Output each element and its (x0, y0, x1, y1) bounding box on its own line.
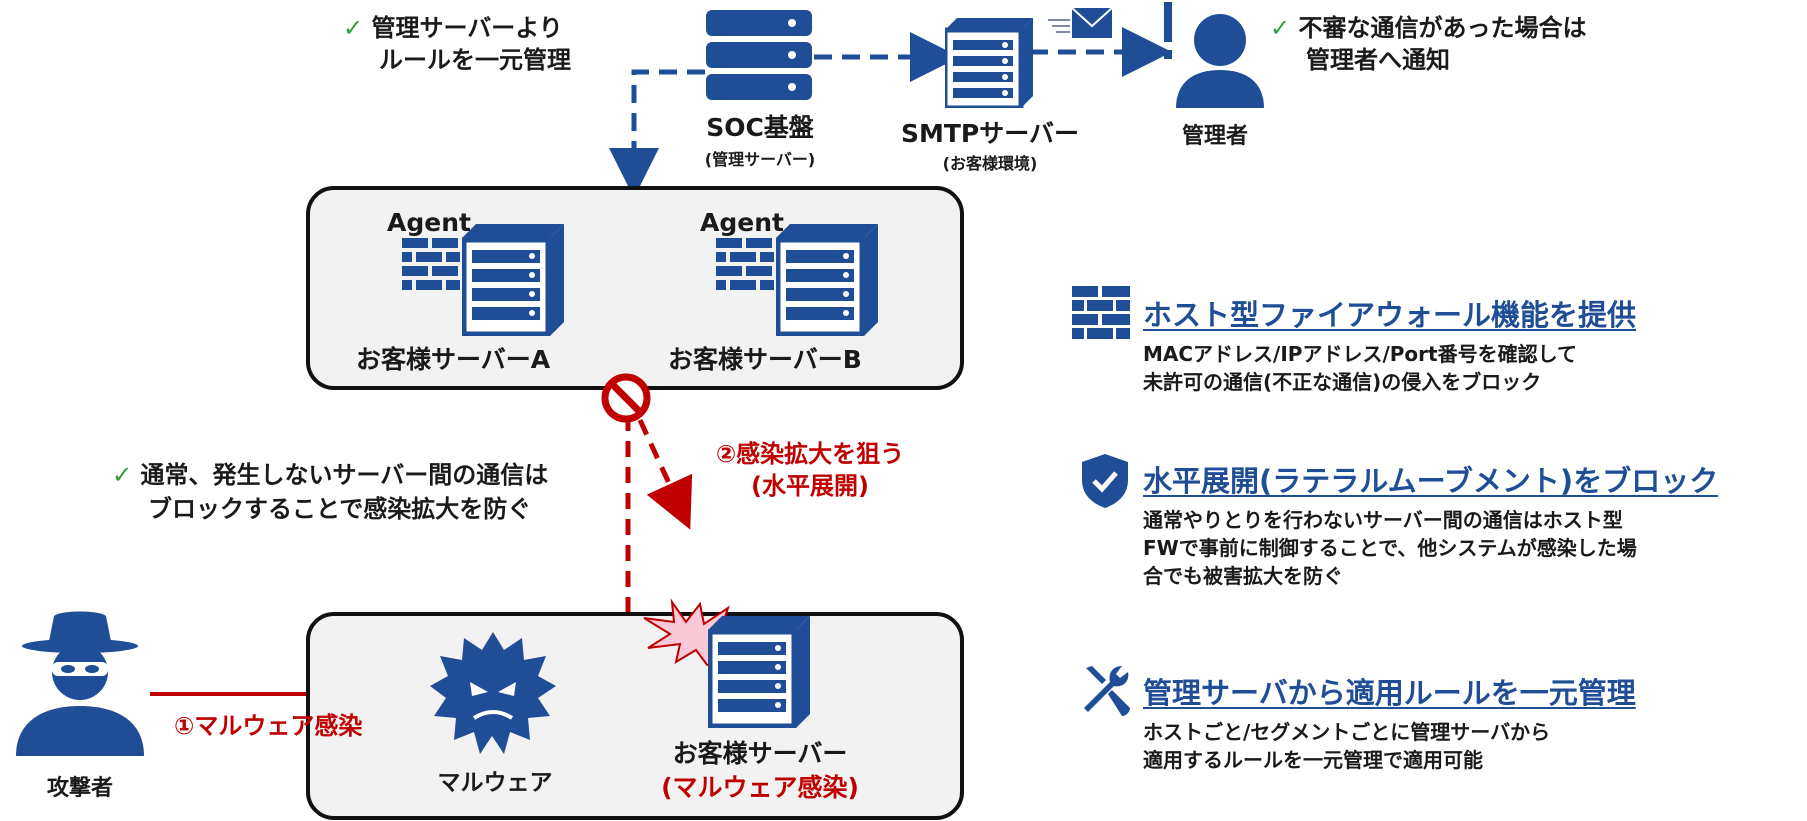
feature-3-title: 管理サーバから適用ルールを一元管理 (1143, 676, 1636, 710)
attacker-icon (16, 611, 144, 756)
server-b-icon (776, 224, 878, 336)
checkmark-icon: ✓ (112, 461, 133, 489)
checkmark-icon: ✓ (343, 14, 364, 42)
feature-2-title: 水平展開(ラテラルムーブメント)をブロック (1143, 464, 1719, 498)
server-a-icon (462, 224, 564, 336)
feature-3-body: ホストごと/セグメントごとに管理サーバから 適用するルールを一元管理で適用可能 (1143, 720, 1551, 772)
soc-to-servers-arrow (609, 69, 705, 198)
smtp-label: SMTPサーバー (900, 119, 1079, 148)
firewall-icon (1072, 286, 1130, 339)
mail-icon (1048, 7, 1113, 38)
admin-user-icon (1164, 2, 1264, 108)
malware-label: マルウェア (437, 770, 553, 796)
malware-icon (430, 632, 556, 754)
block-icon (601, 373, 651, 423)
checkmark-icon: ✓ (1270, 14, 1291, 42)
server-b-label: お客様サーバーB (668, 345, 862, 374)
feature-2-body: 通常やりとりを行わないサーバー間の通信はホスト型 FWで事前に制御することで、他… (1143, 508, 1637, 588)
soc-sublabel: (管理サーバー) (704, 150, 816, 169)
agent-label-a: Agent (387, 208, 471, 237)
firewall-icon (716, 238, 774, 290)
tools-icon (1084, 666, 1130, 716)
lateral-block-note: ✓ 通常、発生しないサーバー間の通信は ブロックすることで感染拡大を防ぐ (112, 461, 549, 523)
infected-server-icon (708, 616, 810, 728)
notification-note: ✓ 不審な通信があった場合は 管理者へ通知 (1270, 14, 1587, 74)
attacker-label: 攻撃者 (46, 776, 113, 801)
lateral-spread-label: ②感染拡大を狙う (水平展開) (715, 440, 905, 500)
lateral-spread-arrow (637, 418, 693, 530)
feature-1-body: MACアドレス/IPアドレス/Port番号を確認して 未許可の通信(不正な通信)… (1143, 342, 1577, 394)
infected-environment-box (306, 612, 964, 820)
shield-check-icon (1082, 454, 1128, 508)
infection-label: ①マルウェア感染 (174, 712, 363, 740)
infected-server-label: お客様サーバー (672, 739, 848, 768)
infected-server-status: (マルウェア感染) (661, 773, 859, 802)
smtp-server-icon (945, 18, 1033, 108)
agent-label-b: Agent (700, 208, 784, 237)
central-management-note: ✓ 管理サーバーより ルールを一元管理 (343, 14, 571, 74)
admin-label: 管理者 (1181, 124, 1248, 149)
soc-label: SOC基盤 (706, 113, 814, 142)
server-a-label: お客様サーバーA (356, 345, 551, 374)
feature-1-title: ホスト型ファイアウォール機能を提供 (1143, 298, 1637, 332)
firewall-icon (402, 238, 460, 290)
soc-server-icon (706, 10, 812, 100)
smtp-sublabel: (お客様環境) (942, 154, 1038, 173)
